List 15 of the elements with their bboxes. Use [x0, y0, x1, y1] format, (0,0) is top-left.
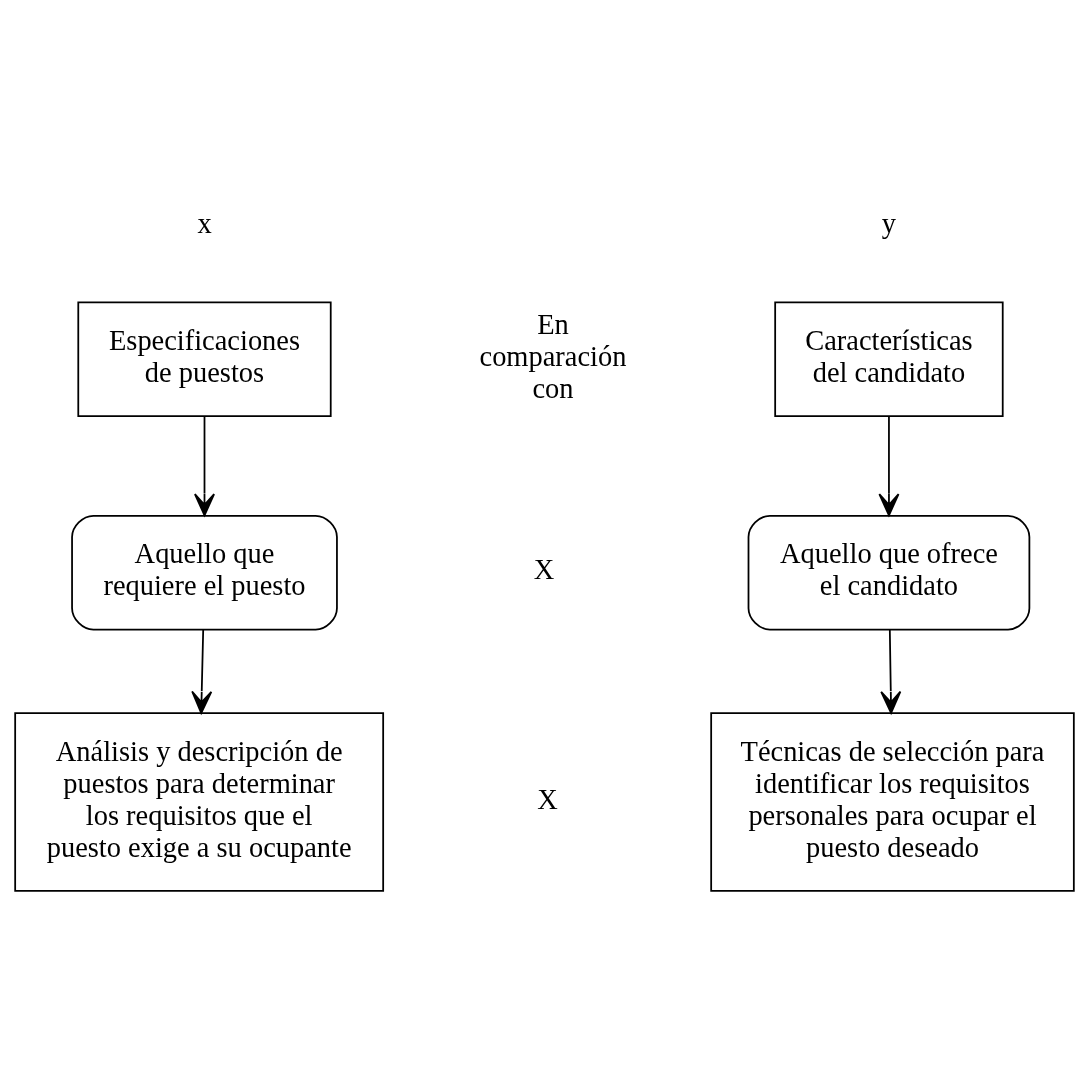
node-label: y	[881, 207, 897, 239]
label: X	[533, 553, 555, 585]
node-box: Especificaciones de puestos	[77, 301, 332, 417]
node-box: Análisis y descripción de puestos para determinar los requisitos que el puesto exige a su ocupante	[14, 711, 385, 892]
node-box: Aquello que ofrece el candidato	[747, 514, 1031, 630]
arrow	[194, 414, 215, 516]
arrow	[880, 628, 902, 714]
label: En comparación con	[479, 308, 627, 404]
node-label: x	[197, 207, 212, 239]
node-box: Aquello que requiere el puesto	[71, 514, 338, 630]
node-box: Características del candidato	[774, 301, 1004, 417]
arrow	[878, 414, 900, 516]
label: X	[537, 783, 558, 815]
arrow	[191, 628, 213, 714]
node-box: Técnicas de selección para identificar los requisitos personales para ocupar el puesto deseado	[710, 711, 1075, 892]
